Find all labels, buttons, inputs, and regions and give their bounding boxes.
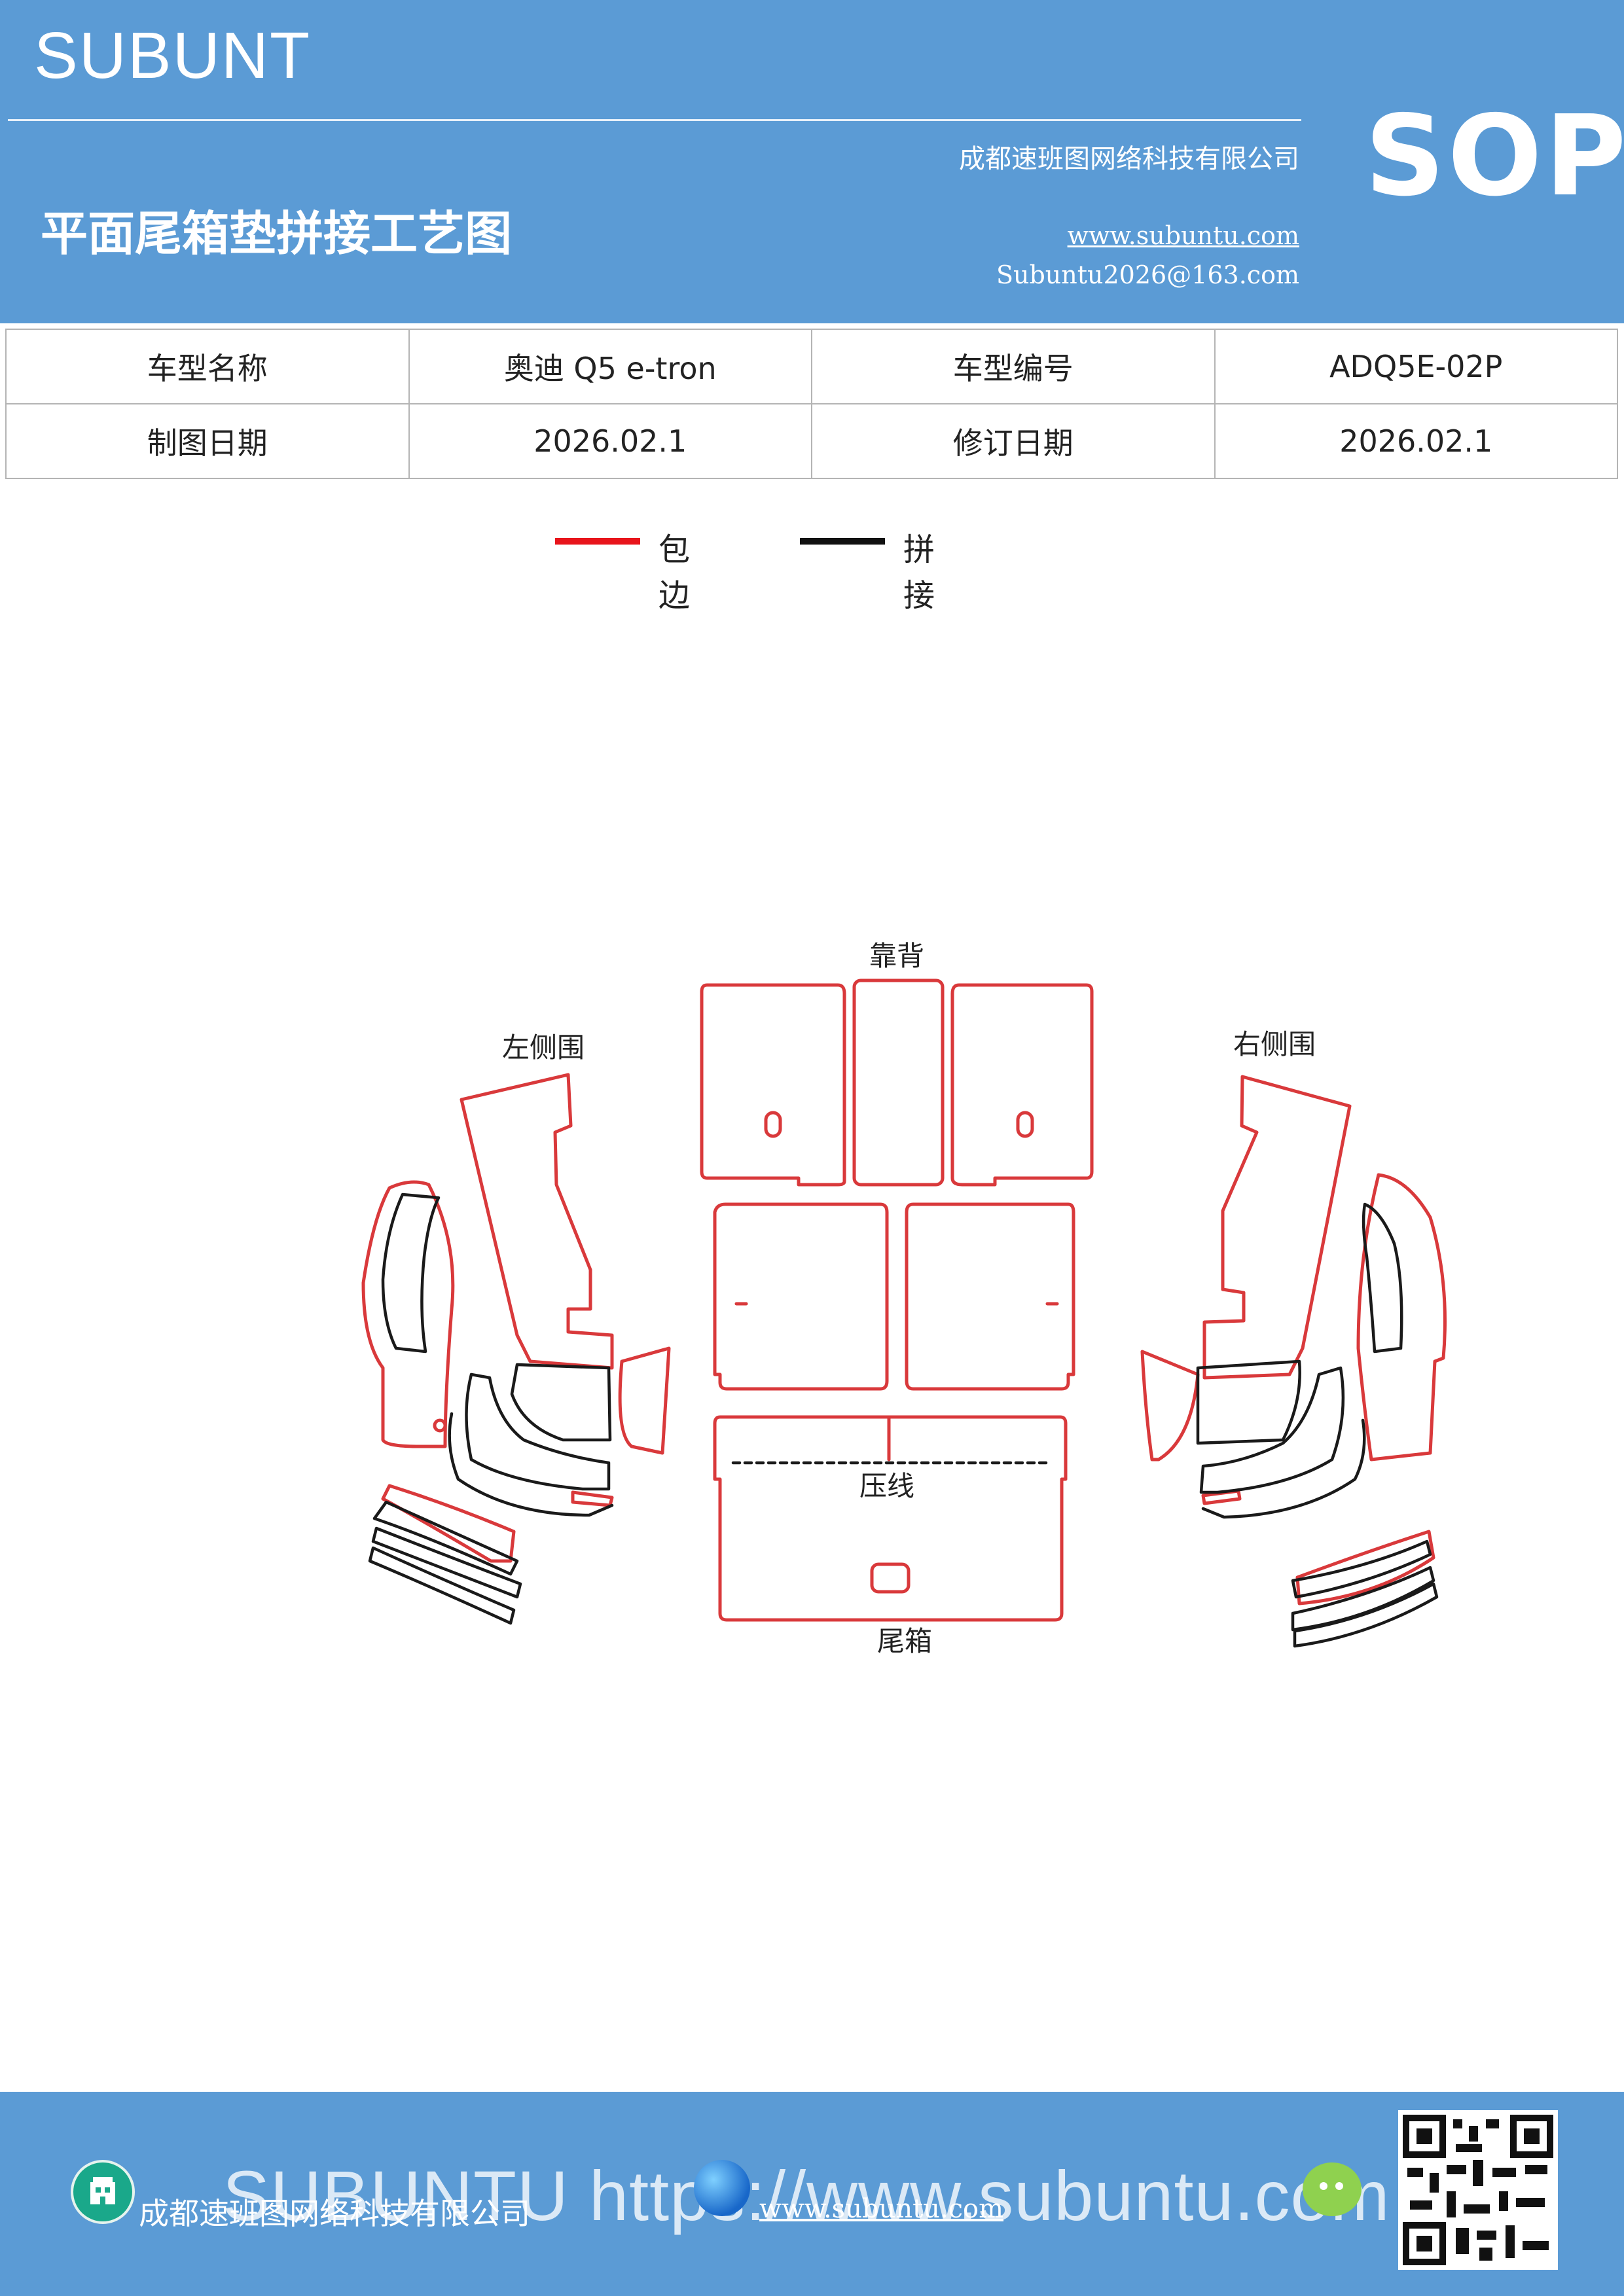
- right-strip-2: [1291, 1539, 1432, 1599]
- table-cell: 车型名称: [5, 329, 410, 404]
- right-side-arch: [1356, 1173, 1447, 1462]
- table-row: 制图日期 2026.02.1 修订日期 2026.02.1: [5, 403, 1618, 479]
- label-trunk: 尾箱: [877, 1625, 932, 1657]
- trunk-mat-diagram: 靠背 左侧围 右侧围 压线 尾箱: [361, 940, 1447, 1657]
- right-inner-arch: [1362, 1202, 1403, 1354]
- label-left-side: 左侧围: [502, 1031, 585, 1064]
- left-strip-3: [368, 1546, 516, 1625]
- table-cell: 奥迪 Q5 e-tron: [408, 329, 812, 404]
- middle-panel-right: [905, 1202, 1075, 1391]
- table-cell: 制图日期: [5, 403, 410, 479]
- footer-banner: 成都速班图网络科技有限公司 SUBUNTU https://www.subunt…: [0, 2092, 1624, 2296]
- footer-company: 成都速班图网络科技有限公司: [139, 2196, 530, 2231]
- table-cell: 车型编号: [811, 329, 1216, 404]
- label-backrest: 靠背: [869, 940, 924, 972]
- left-wedge: [618, 1346, 671, 1455]
- backrest-panel-center: [852, 978, 945, 1187]
- left-side-panel-main: [460, 1073, 614, 1370]
- right-lower-bend: [1199, 1366, 1345, 1494]
- left-side-arch: [361, 1180, 455, 1448]
- right-cushion: [1196, 1359, 1301, 1445]
- header-banner: SUBUNT 成都速班图网络科技有限公司 SOP 平面尾箱垫拼接工艺图 www.…: [0, 0, 1624, 323]
- footer-website-link[interactable]: www.subuntu.com: [759, 2194, 1004, 2224]
- left-lower-bend-outer: [448, 1412, 614, 1517]
- vehicle-info-table: 车型名称 奥迪 Q5 e-tron 车型编号 ADQ5E-02P 制图日期 20…: [5, 329, 1618, 479]
- backrest-hole-right: [1016, 1111, 1034, 1138]
- label-right-side: 右侧围: [1233, 1028, 1316, 1060]
- right-lower-bend-outer: [1201, 1418, 1366, 1519]
- document-title: 平面尾箱垫拼接工艺图: [41, 206, 513, 261]
- left-strip-1: [372, 1500, 519, 1576]
- backrest-panel-left: [700, 983, 846, 1187]
- header-divider: [8, 119, 1301, 121]
- label-crease: 压线: [859, 1470, 914, 1502]
- seam-label: 拼接: [903, 531, 935, 614]
- right-wedge: [1140, 1350, 1200, 1462]
- building-icon: [71, 2160, 135, 2224]
- table-cell: 2026.02.1: [1214, 403, 1618, 479]
- left-inner-arch: [381, 1193, 441, 1354]
- right-side-panel-main: [1202, 1075, 1352, 1380]
- qr-code-icon: [1398, 2110, 1558, 2270]
- footer-watermark: SUBUNTU https://www.subuntu.com: [223, 2156, 1390, 2235]
- email-address: Subuntu2026@163.com: [996, 260, 1299, 289]
- table-row: 车型名称 奥迪 Q5 e-tron 车型编号 ADQ5E-02P: [5, 329, 1618, 404]
- table-cell: ADQ5E-02P: [1214, 329, 1618, 404]
- left-small-trim: [571, 1490, 614, 1507]
- website-link[interactable]: www.subuntu.com: [1067, 221, 1299, 250]
- left-strip-2: [371, 1526, 522, 1599]
- backrest-panel-right: [950, 983, 1094, 1187]
- backrest-hole-left: [764, 1111, 782, 1138]
- middle-panel-left: [713, 1202, 889, 1391]
- trunk-floor-handle: [870, 1562, 911, 1594]
- trunk-floor-panel: [713, 1415, 1068, 1622]
- right-side-strip: [1295, 1530, 1435, 1605]
- left-lower-bend: [465, 1372, 611, 1491]
- left-side-hole: [433, 1418, 447, 1433]
- table-cell: 修订日期: [811, 403, 1216, 479]
- table-cell: 2026.02.1: [408, 403, 812, 479]
- seam-swatch: [800, 538, 885, 545]
- edge-swatch: [555, 538, 640, 545]
- globe-icon: [694, 2160, 750, 2216]
- company-name: 成都速班图网络科技有限公司: [959, 144, 1299, 174]
- sop-badge: SOP: [1365, 92, 1624, 221]
- right-strip-3: [1293, 1582, 1439, 1648]
- wechat-icon: [1303, 2162, 1362, 2216]
- brand-name: SUBUNT: [34, 19, 312, 92]
- edge-label: 包边: [659, 531, 691, 614]
- left-cushion: [510, 1363, 612, 1442]
